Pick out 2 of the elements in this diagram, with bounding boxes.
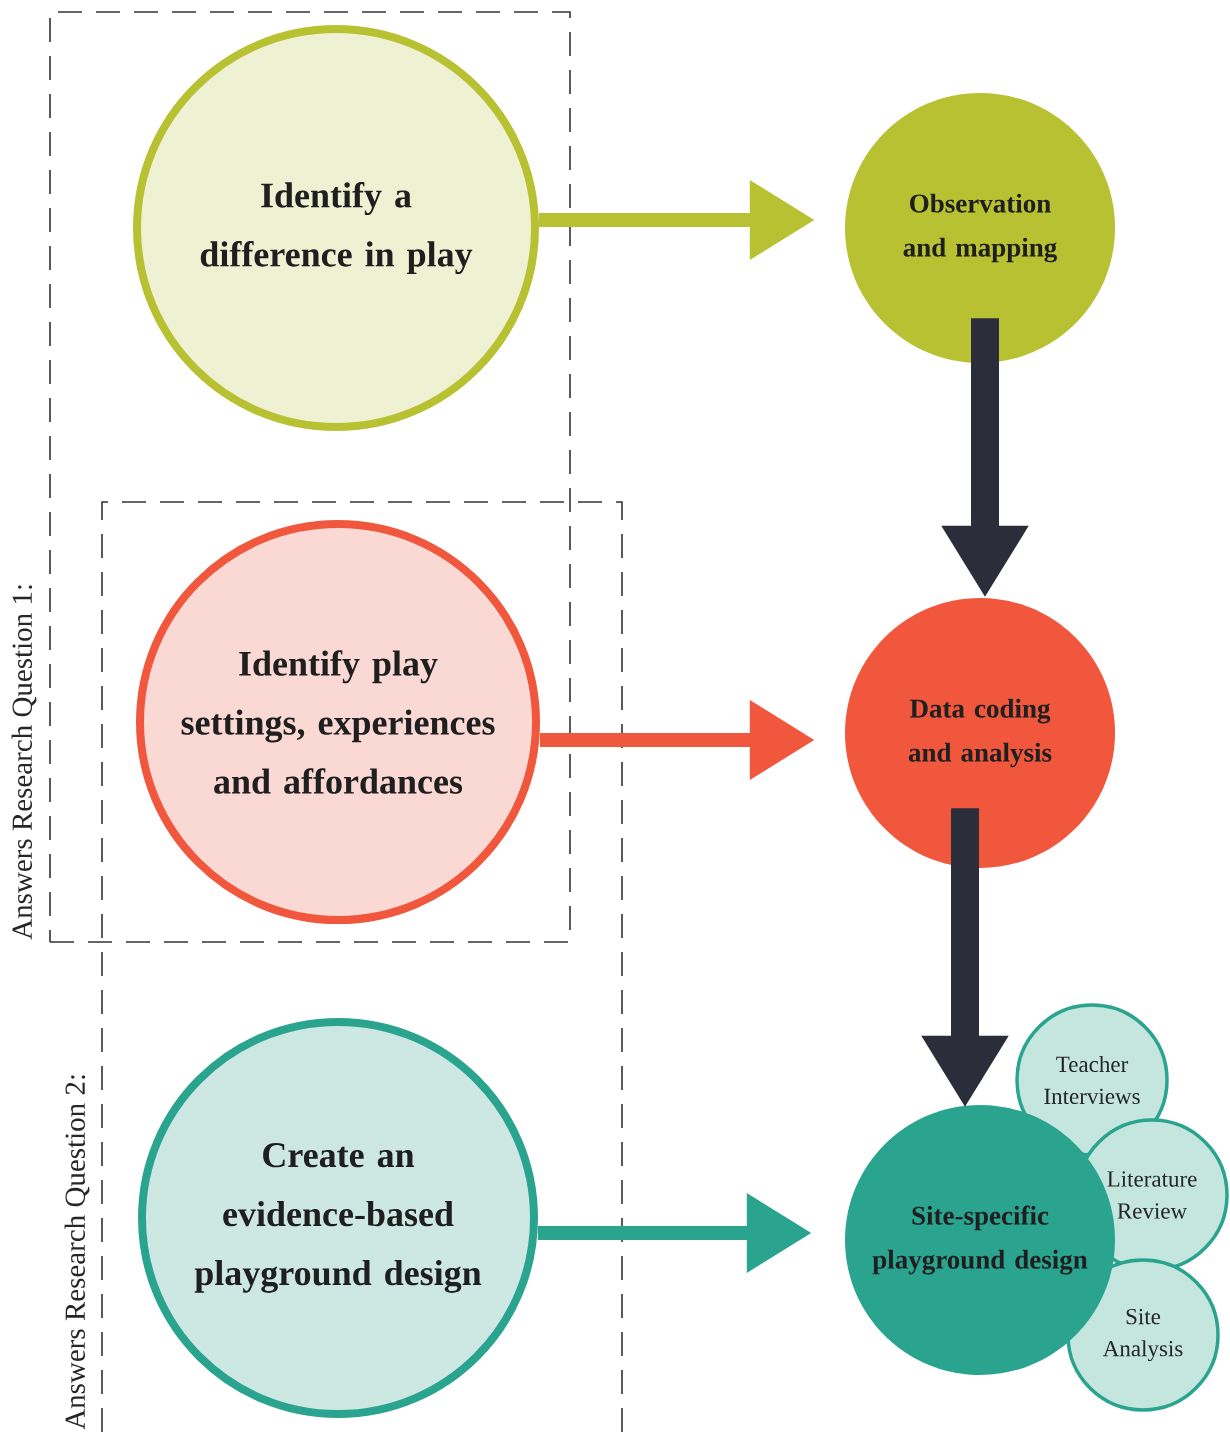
frame-label: Answers Research Question 1: — [11, 585, 37, 940]
frame-label: Answers Research Question 2: — [64, 1075, 90, 1430]
